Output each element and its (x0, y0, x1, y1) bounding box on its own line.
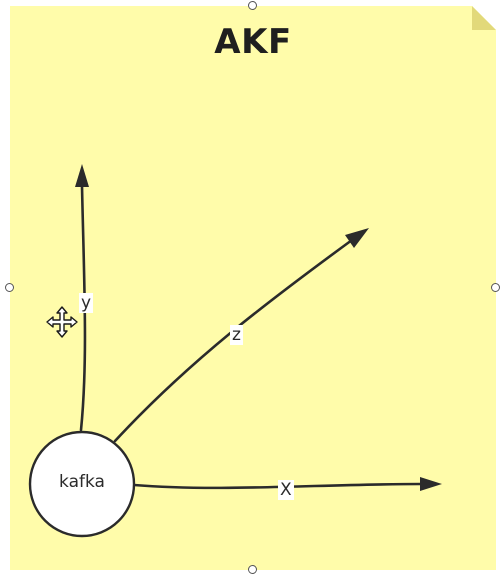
x-axis-arrowhead (420, 477, 442, 491)
y-axis-arrow[interactable] (79, 184, 87, 432)
x-axis-arrow[interactable] (132, 482, 424, 490)
y-axis-label[interactable]: y (79, 293, 94, 313)
z-axis-arrowhead (345, 228, 369, 248)
move-cursor-icon (46, 306, 78, 338)
kafka-node-label: kafka (59, 472, 105, 492)
resize-handle-right[interactable] (491, 283, 500, 292)
kafka-node[interactable] (28, 430, 136, 538)
resize-handle-bottom[interactable] (248, 565, 257, 574)
resize-handle-left[interactable] (5, 283, 14, 292)
note-title[interactable]: AKF (214, 22, 292, 62)
z-axis-label[interactable]: z (230, 325, 243, 345)
resize-handle-top[interactable] (248, 1, 257, 10)
y-axis-arrowhead (75, 164, 89, 187)
x-axis-label[interactable]: X (278, 480, 294, 500)
